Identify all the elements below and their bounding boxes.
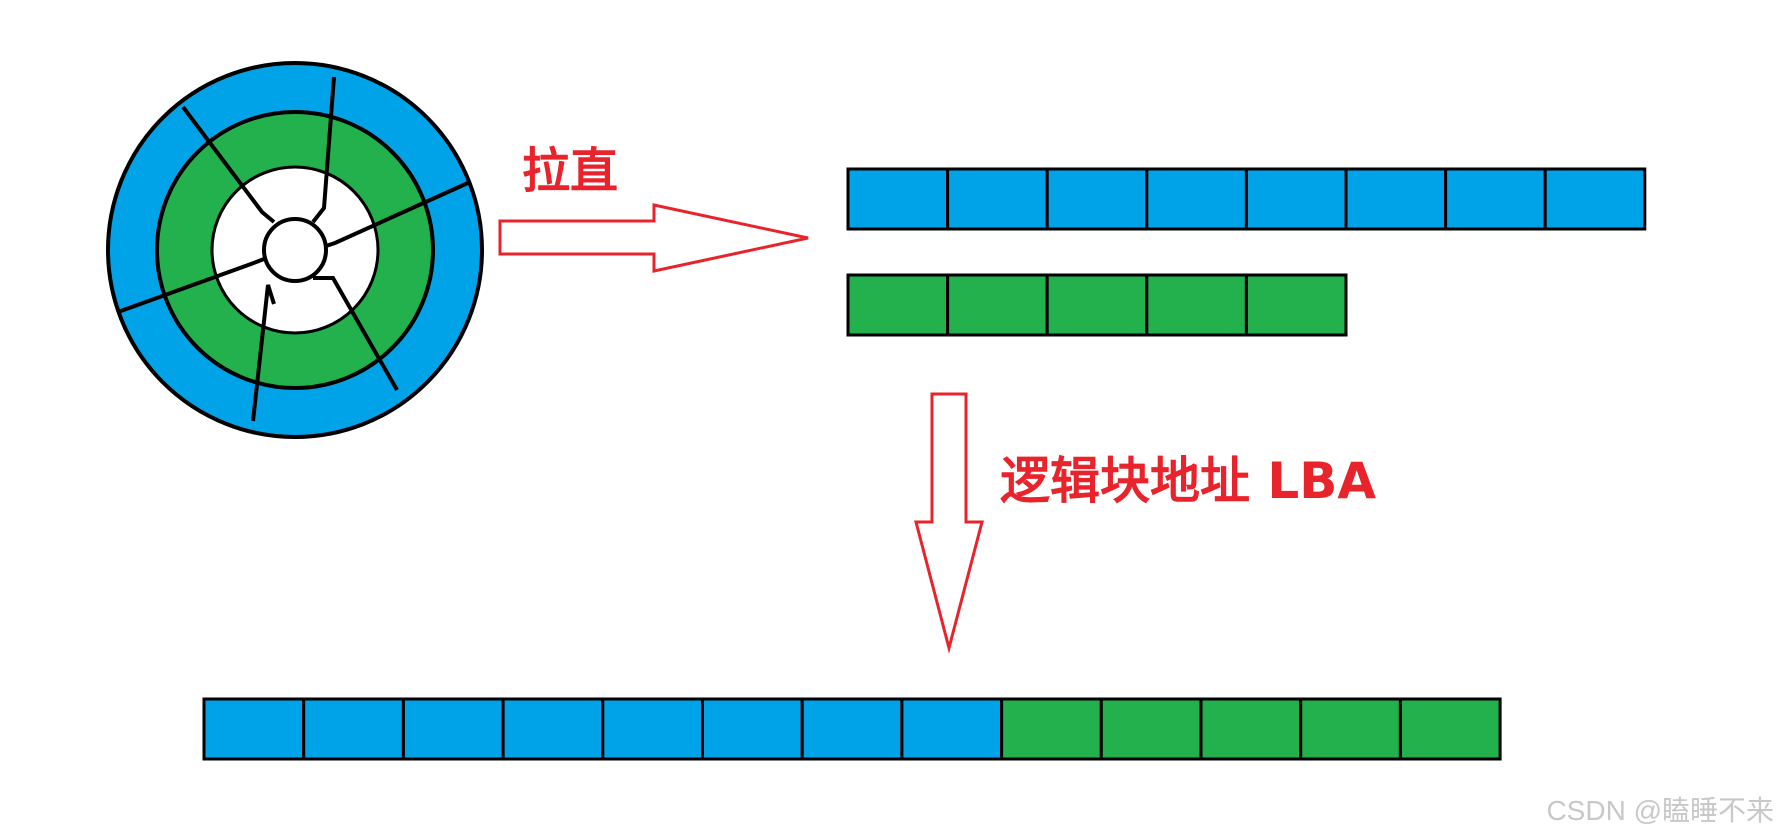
lba-block-8 bbox=[900, 697, 1004, 761]
outer-track-strip-block-3 bbox=[1045, 167, 1149, 231]
lba-block-10 bbox=[1099, 697, 1203, 761]
inner-track-strip-block-4 bbox=[1145, 273, 1248, 337]
sector-divider-3 bbox=[325, 180, 471, 248]
outer-track-strip-block-4 bbox=[1145, 167, 1248, 231]
inner-track-strip bbox=[846, 273, 1348, 337]
inner-track-strip-block-3 bbox=[1045, 273, 1149, 337]
sector-divider-4 bbox=[311, 76, 336, 224]
lba-block-6 bbox=[701, 697, 804, 761]
lba-block-4 bbox=[501, 697, 605, 761]
lba-strip bbox=[202, 697, 1502, 761]
lba-block-9 bbox=[1000, 697, 1103, 761]
spindle-hole bbox=[262, 217, 328, 283]
lba-block-7 bbox=[800, 697, 904, 761]
inner-track-strip-block-5 bbox=[1244, 273, 1348, 337]
lba-arrow bbox=[914, 392, 984, 654]
flattened-strips bbox=[846, 167, 1647, 337]
inner-track-strip-block-2 bbox=[946, 273, 1049, 337]
outer-track-strip-block-6 bbox=[1344, 167, 1448, 231]
outer-track-strip bbox=[846, 167, 1647, 231]
lba-block-5 bbox=[601, 697, 704, 761]
lba-block-12 bbox=[1299, 697, 1402, 761]
lba-block-13 bbox=[1398, 697, 1502, 761]
outer-track-strip-block-7 bbox=[1444, 167, 1547, 231]
outer-track-strip-block-1 bbox=[846, 167, 950, 231]
outer-track-strip-block-5 bbox=[1244, 167, 1348, 231]
lba-block-3 bbox=[401, 697, 505, 761]
outer-track-strip-block-2 bbox=[946, 167, 1049, 231]
sector-divider-2 bbox=[313, 276, 399, 391]
lba-block-2 bbox=[302, 697, 405, 761]
flatten-label: 拉直 bbox=[522, 143, 618, 199]
sector-dividers bbox=[117, 76, 471, 422]
flatten-arrow bbox=[498, 203, 809, 273]
watermark: CSDN @瞌睡不来 bbox=[1546, 795, 1774, 826]
lba-label: 逻辑块地址 LBA bbox=[1000, 452, 1376, 510]
sector-divider-5 bbox=[181, 105, 276, 224]
lba-block-1 bbox=[202, 697, 306, 761]
sector-divider-1 bbox=[251, 284, 276, 422]
lba-block-11 bbox=[1199, 697, 1303, 761]
disk-diagram bbox=[106, 61, 484, 439]
inner-track-strip-block-1 bbox=[846, 273, 950, 337]
outer-track-strip-block-8 bbox=[1543, 167, 1647, 231]
sector-divider-6 bbox=[117, 257, 265, 314]
